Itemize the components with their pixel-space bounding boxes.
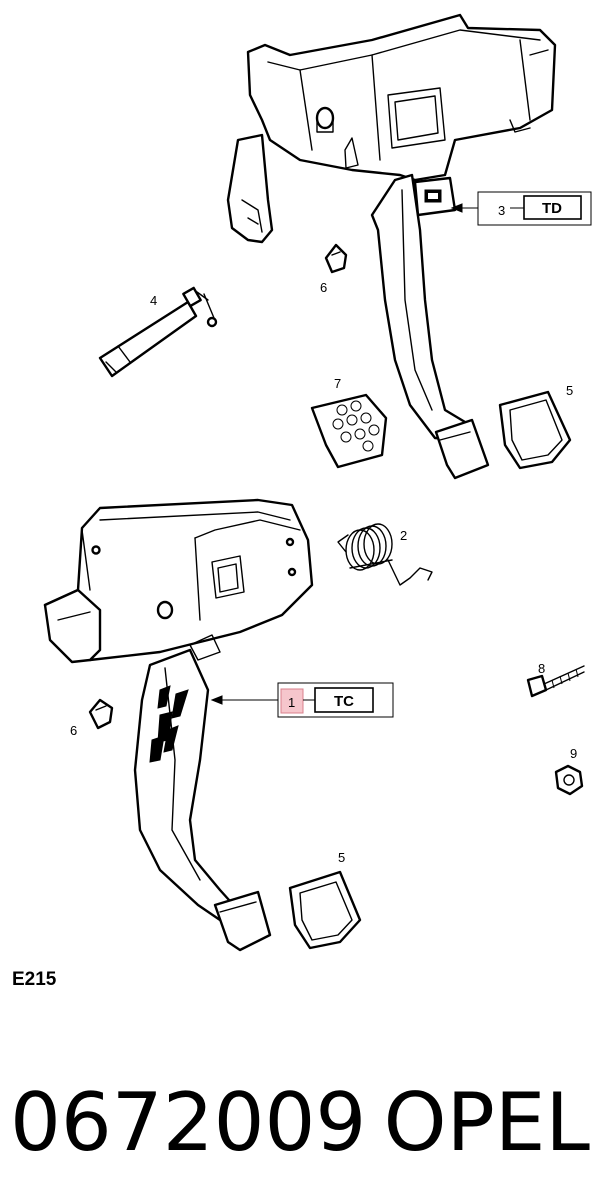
- upper-pedal-bracket: [226, 13, 557, 244]
- label-pedal-pad-upper: 5: [566, 383, 573, 398]
- callout-td: 3 TD: [450, 191, 592, 226]
- label-bump-stop-upper: 6: [320, 280, 327, 295]
- brand-name: OPEL: [384, 1076, 591, 1169]
- bump-stop-upper: 6: [320, 243, 348, 295]
- label-bolt: 8: [538, 661, 545, 676]
- bump-stop-lower: 6: [70, 698, 114, 738]
- lower-pedal-arm: [133, 648, 240, 922]
- callout-ref-number-upper: 3: [498, 203, 505, 218]
- label-lamp-switch: 4: [150, 293, 157, 308]
- callout-code-upper: TD: [542, 200, 562, 217]
- pedal-pad-upper: 5: [498, 383, 573, 470]
- bolt: 8: [526, 661, 585, 698]
- label-pedal-pad-lower: 5: [338, 850, 345, 865]
- label-nut: 9: [570, 746, 577, 761]
- lower-pedal-bracket: [43, 498, 314, 664]
- diagram-id: E215: [12, 969, 57, 990]
- nut: 9: [554, 746, 584, 796]
- lower-pedal-pad: [213, 890, 272, 952]
- pad-cover: 7: [310, 376, 388, 469]
- upper-pedal-arm: [370, 173, 472, 442]
- label-pad-cover: 7: [334, 376, 341, 391]
- pedal-pad-lower: 5: [288, 850, 362, 950]
- callout-ref-number-lower: 1: [288, 695, 295, 710]
- label-return-spring: 2: [400, 528, 407, 543]
- highlight-marker: [280, 688, 304, 714]
- upper-pedal-pad: [434, 418, 490, 480]
- label-bump-stop-lower: 6: [70, 723, 77, 738]
- return-spring: 2: [337, 523, 433, 586]
- stop-lamp-switch: 4: [98, 286, 218, 378]
- callout-tc: 1 TC: [210, 682, 394, 718]
- part-number: 0672009: [10, 1076, 366, 1169]
- callout-code-lower: TC: [334, 693, 354, 710]
